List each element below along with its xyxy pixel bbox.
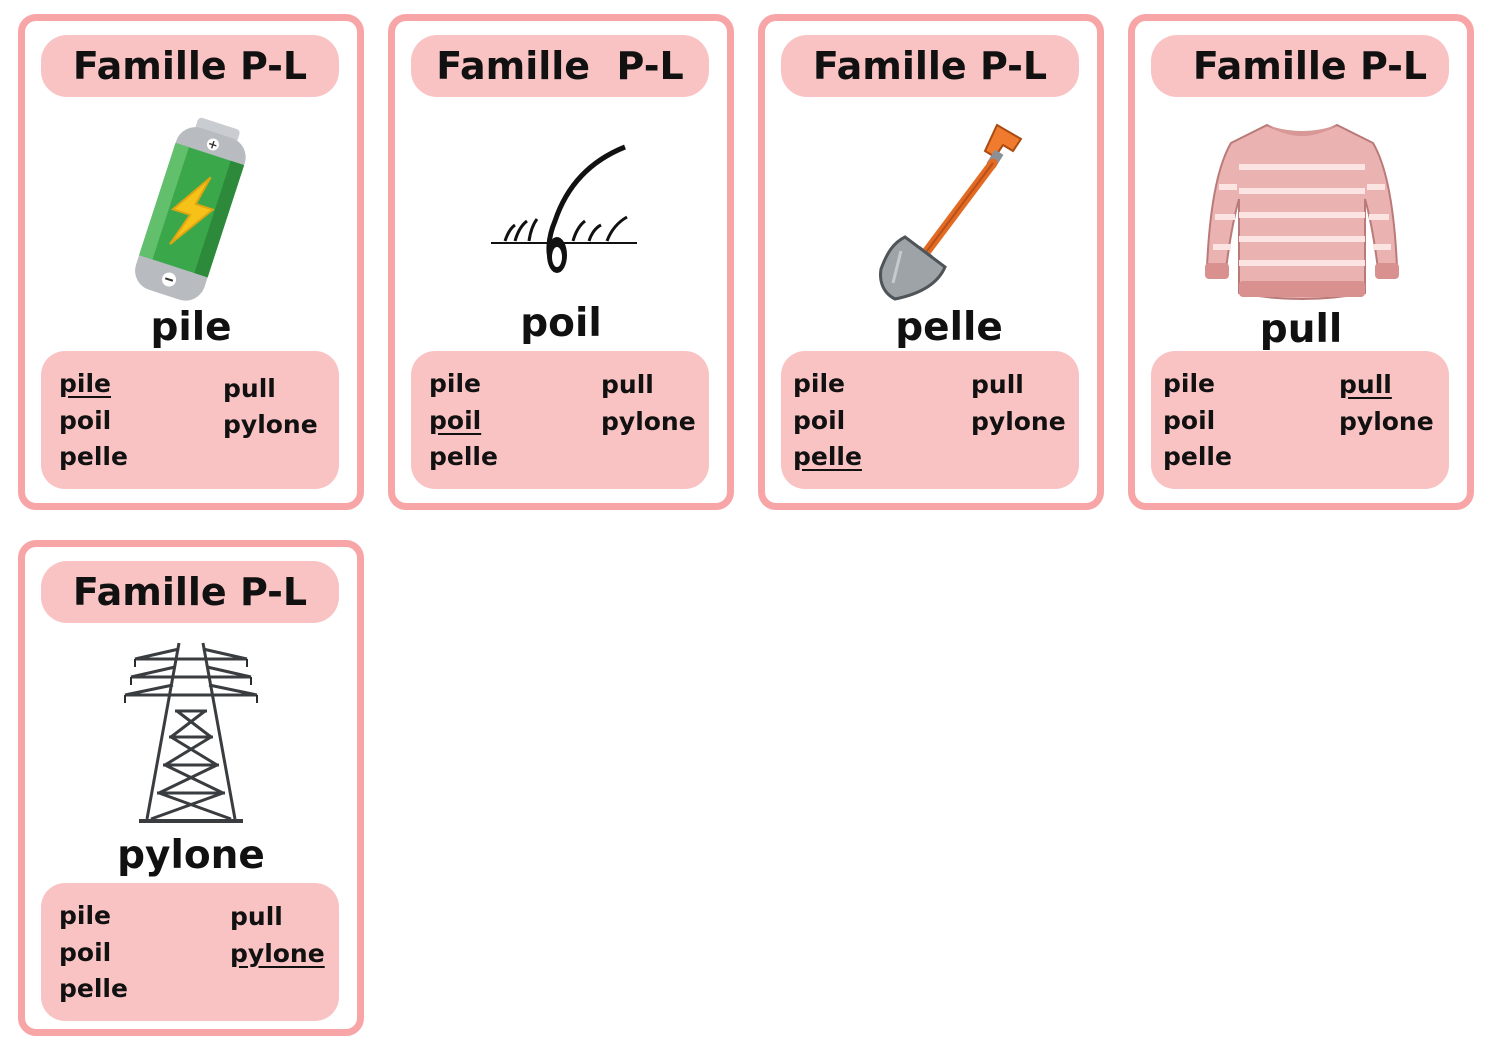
list-item-pull: pull xyxy=(230,902,283,931)
shovel-icon xyxy=(835,117,1027,307)
list-item-pile: pile xyxy=(1163,369,1215,398)
word-list: pile poil pelle pull pylone xyxy=(781,351,1079,489)
word-list: pile poil pelle pull pylone xyxy=(41,351,339,489)
card-title: Famille P-L xyxy=(781,35,1079,97)
card-word: pile xyxy=(150,305,232,350)
battery-icon: + xyxy=(95,117,287,307)
word-list: pile poil pelle pull pylone xyxy=(1151,351,1449,489)
list-item-pile: pile xyxy=(59,901,111,930)
word-list: pile poil pelle pull pylone xyxy=(411,351,709,489)
hair-follicle-icon xyxy=(465,117,657,307)
card-title: Famille P-L xyxy=(41,561,339,623)
list-item-pelle: pelle xyxy=(59,442,128,471)
list-item-pull: pull xyxy=(971,370,1024,399)
list-item-pylone: pylone xyxy=(1339,407,1434,436)
list-item-pelle: pelle xyxy=(59,974,128,1003)
card-word: pull xyxy=(1259,307,1343,352)
card-word: pylone xyxy=(117,833,265,878)
card-pylone[interactable]: Famille P-L xyxy=(18,540,364,1036)
list-item-pile: pile xyxy=(793,369,845,398)
svg-text:+: + xyxy=(206,136,220,152)
list-item-pylone: pylone xyxy=(223,410,318,439)
list-item-pull: pull xyxy=(601,370,654,399)
list-item-poil: poil xyxy=(429,406,482,435)
word-list: pile poil pelle pull pylone xyxy=(41,883,339,1021)
list-item-pile: pile xyxy=(59,369,111,398)
list-item-pylone: pylone xyxy=(971,407,1066,436)
card-poil[interactable]: Famille P-L poil pile poil pelle pull py… xyxy=(388,14,734,510)
list-item-pylone: pylone xyxy=(230,939,325,968)
electricity-pylon-icon xyxy=(95,637,287,827)
card-pile[interactable]: Famille P-L + pile pile poil pelle pull … xyxy=(18,14,364,510)
list-item-pelle: pelle xyxy=(1163,442,1232,471)
list-item-pelle: pelle xyxy=(793,442,862,471)
list-item-poil: poil xyxy=(59,406,112,435)
list-item-pull: pull xyxy=(223,374,276,403)
card-pelle[interactable]: Famille P-L pelle pile poil pelle pull p… xyxy=(758,14,1104,510)
list-item-pelle: pelle xyxy=(429,442,498,471)
card-pull[interactable]: Famille P-L pull pile p xyxy=(1128,14,1474,510)
card-title: Famille P-L xyxy=(411,35,709,97)
card-title: Famille P-L xyxy=(41,35,339,97)
list-item-poil: poil xyxy=(59,938,112,967)
list-item-poil: poil xyxy=(1163,406,1216,435)
list-item-poil: poil xyxy=(793,406,846,435)
card-title: Famille P-L xyxy=(1151,35,1449,97)
list-item-pylone: pylone xyxy=(601,407,696,436)
list-item-pull: pull xyxy=(1339,370,1392,399)
sweater-icon xyxy=(1197,117,1407,307)
card-word: pelle xyxy=(895,305,1003,350)
card-word: poil xyxy=(520,301,602,346)
list-item-pile: pile xyxy=(429,369,481,398)
